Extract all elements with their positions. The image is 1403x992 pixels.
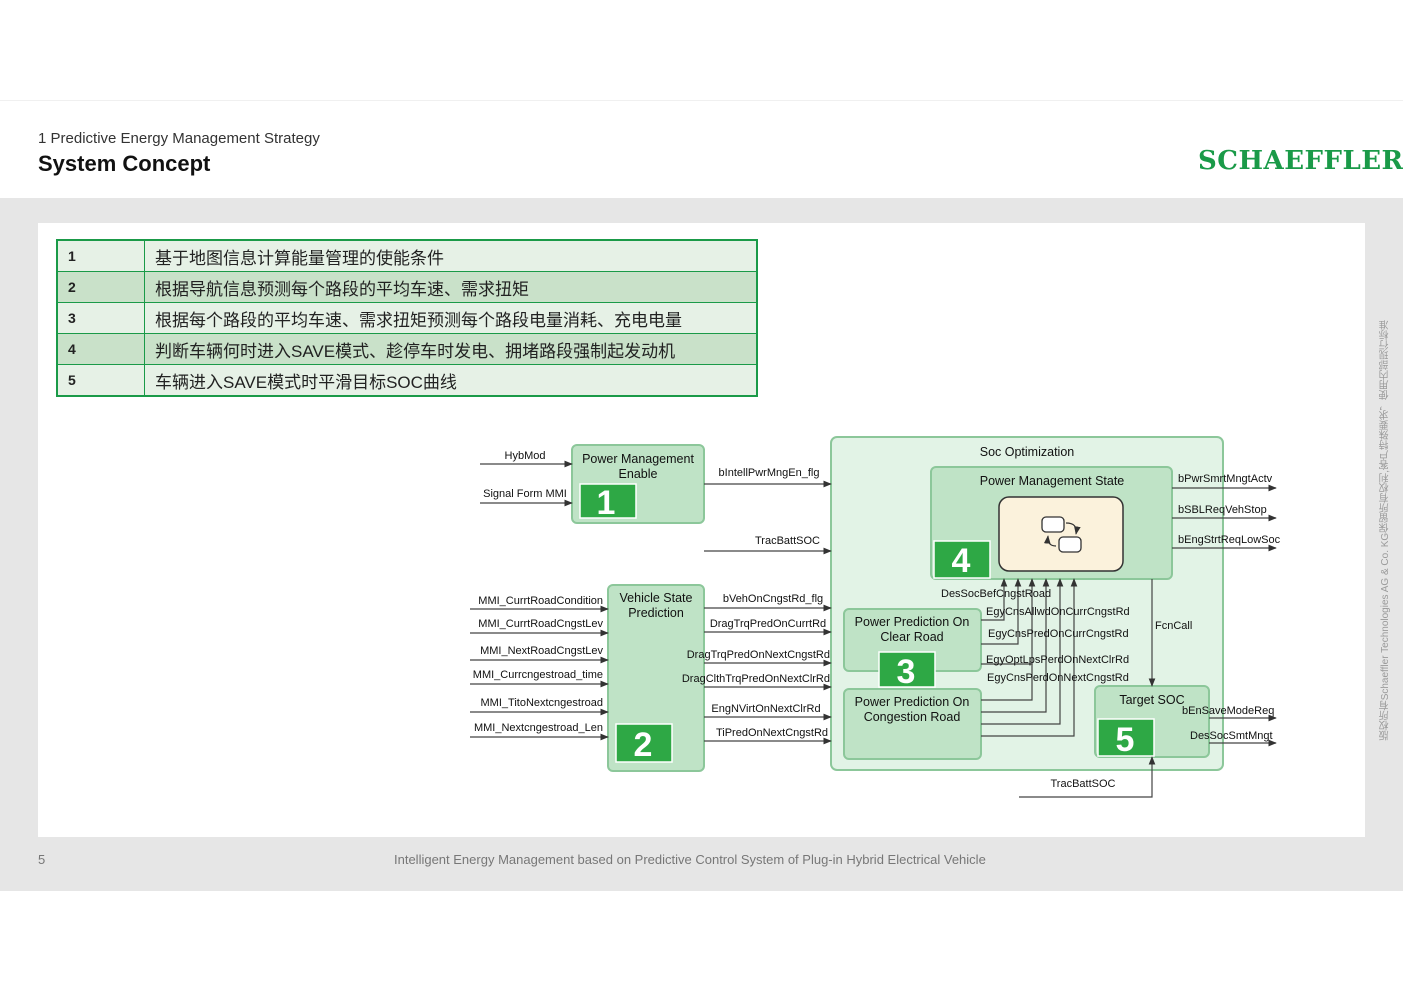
badge-1 — [579, 483, 637, 519]
input-mmi-currcngestroad-time: MMI_Currcngestroad_time — [473, 669, 603, 681]
row-number: 5 — [56, 364, 145, 397]
section-subtitle: 1 Predictive Energy Management Strategy — [38, 130, 320, 147]
row-text: 判断车辆何时进入SAVE模式、趁停车时发电、拥堵路段强制起发动机 — [144, 333, 758, 365]
output-tipredonnextcngstrd: TiPredOnNextCngstRd — [716, 727, 828, 739]
top-band — [0, 0, 1403, 101]
row-text: 车辆进入SAVE模式时平滑目标SOC曲线 — [144, 364, 758, 397]
signal-fcncall: FcnCall — [1155, 620, 1192, 632]
signal-dessocbefcngstroad: DesSocBefCngstRoad — [941, 588, 1051, 600]
block3a-title-line2: Clear Road — [880, 630, 943, 644]
badge-5 — [1097, 718, 1155, 757]
output-bintellpwrmngen: bIntellPwrMngEn_flg — [719, 467, 820, 479]
badge-4-number: 4 — [952, 542, 971, 580]
stateflow-chart — [998, 496, 1124, 572]
brand-logo: SCHAEFFLER — [1198, 146, 1403, 176]
block4-title: Power Management State — [980, 474, 1125, 488]
output-bsblreqvehstop: bSBLReqVehStop — [1178, 504, 1267, 516]
page-number: 5 — [38, 852, 46, 867]
badge-3-number: 3 — [897, 653, 916, 691]
block3b-title-line2: Congestion Road — [864, 710, 961, 724]
output-bvehoncngstrd: bVehOnCngstRd_flg — [723, 593, 823, 605]
input-mmi-nextroadcngstlev: MMI_NextRoadCngstLev — [480, 645, 603, 657]
table-row: 5 车辆进入SAVE模式时平滑目标SOC曲线 — [56, 364, 758, 397]
row-text: 基于地图信息计算能量管理的使能条件 — [144, 239, 758, 272]
signal-egyoptlpsperdonnextclrrd: EgyOptLpsPerdOnNextClrRd — [986, 654, 1129, 666]
row-number: 3 — [56, 302, 145, 334]
block1-title-line1: Power Management — [582, 452, 694, 466]
page-title: System Concept — [38, 151, 211, 176]
output-bpwrsmrtmngtactv: bPwrSmrtMngtActv — [1178, 473, 1273, 485]
output-dragtrqpredonnextcngstrd: DragTrqPredOnNextCngstRd — [687, 649, 830, 661]
badge-2-number: 2 — [634, 726, 653, 764]
legend-table: 1 基于地图信息计算能量管理的使能条件 2 根据导航信息预测每个路段的平均车速、… — [56, 239, 758, 397]
block2-title-line1: Vehicle State — [620, 591, 693, 605]
input-hybmod: HybMod — [505, 450, 546, 462]
input-mmi-titonextcngestroad: MMI_TitoNextcngestroad — [481, 697, 603, 709]
signal-egycnsperdonnextcngstrd: EgyCnsPerdOnNextCngstRd — [987, 672, 1129, 684]
input-tracbattsoc: TracBattSOC — [755, 535, 820, 547]
row-text: 根据每个路段的平均车速、需求扭矩预测每个路段电量消耗、充电电量 — [144, 302, 758, 334]
copyright-vertical: 版权所有Schaeffler Technologies AG & Co. KG保… — [1378, 320, 1392, 740]
badge-3 — [878, 651, 936, 688]
table-row: 1 基于地图信息计算能量管理的使能条件 — [56, 239, 758, 272]
block2-title-line2: Prediction — [628, 606, 684, 620]
table-row: 3 根据每个路段的平均车速、需求扭矩预测每个路段电量消耗、充电电量 — [56, 302, 758, 334]
input-mmi-currtroadcondition: MMI_CurrtRoadCondition — [478, 595, 603, 607]
stateflow-icon — [1041, 516, 1082, 553]
output-dragclthtrqpredonnextclrrd: DragClthTrqPredOnNextClrRd — [682, 673, 830, 685]
output-dessocsmtmngt: DesSocSmtMngt — [1190, 730, 1273, 742]
block5-title: Target SOC — [1119, 693, 1184, 707]
input-mmi-nextcngestroad-len: MMI_Nextcngestroad_Len — [474, 722, 603, 734]
badge-2 — [615, 723, 673, 763]
footer-text: Intelligent Energy Management based on P… — [394, 852, 986, 867]
copyright-text: 版权所有Schaeffler Technologies AG & Co. KG保… — [1380, 320, 1391, 741]
output-bensavemodereq: bEnSaveModeReq — [1182, 705, 1274, 717]
input-signal-form-mmi: Signal Form MMI — [483, 488, 567, 500]
table-row: 4 判断车辆何时进入SAVE模式、趁停车时发电、拥堵路段强制起发动机 — [56, 333, 758, 365]
output-bengstrtreqlowsoc: bEngStrtReqLowSoc — [1178, 534, 1281, 546]
badge-5-number: 5 — [1116, 721, 1135, 759]
block3b-title-line1: Power Prediction On — [855, 695, 970, 709]
output-dragtrqpredoncurrtrd: DragTrqPredOnCurrtRd — [710, 618, 826, 630]
row-text: 根据导航信息预测每个路段的平均车速、需求扭矩 — [144, 271, 758, 303]
signal-egycnsallwdoncurrcngstrd: EgyCnsAllwdOnCurrCngstRd — [986, 606, 1130, 618]
block3a-title-line1: Power Prediction On — [855, 615, 970, 629]
block1-title-line2: Enable — [619, 467, 658, 481]
badge-4 — [933, 540, 991, 579]
output-engnvirtonnextclrrd: EngNVirtOnNextClrRd — [711, 703, 820, 715]
row-number: 4 — [56, 333, 145, 365]
input-tracbattsoc-bottom: TracBattSOC — [1051, 778, 1116, 790]
signal-egycnspredoncurrcngstrd: EgyCnsPredOnCurrCngstRd — [988, 628, 1129, 640]
badge-1-number: 1 — [597, 484, 616, 522]
input-mmi-currtroadcngstlev: MMI_CurrtRoadCngstLev — [478, 618, 603, 630]
soc-optimization-title: Soc Optimization — [980, 445, 1075, 459]
